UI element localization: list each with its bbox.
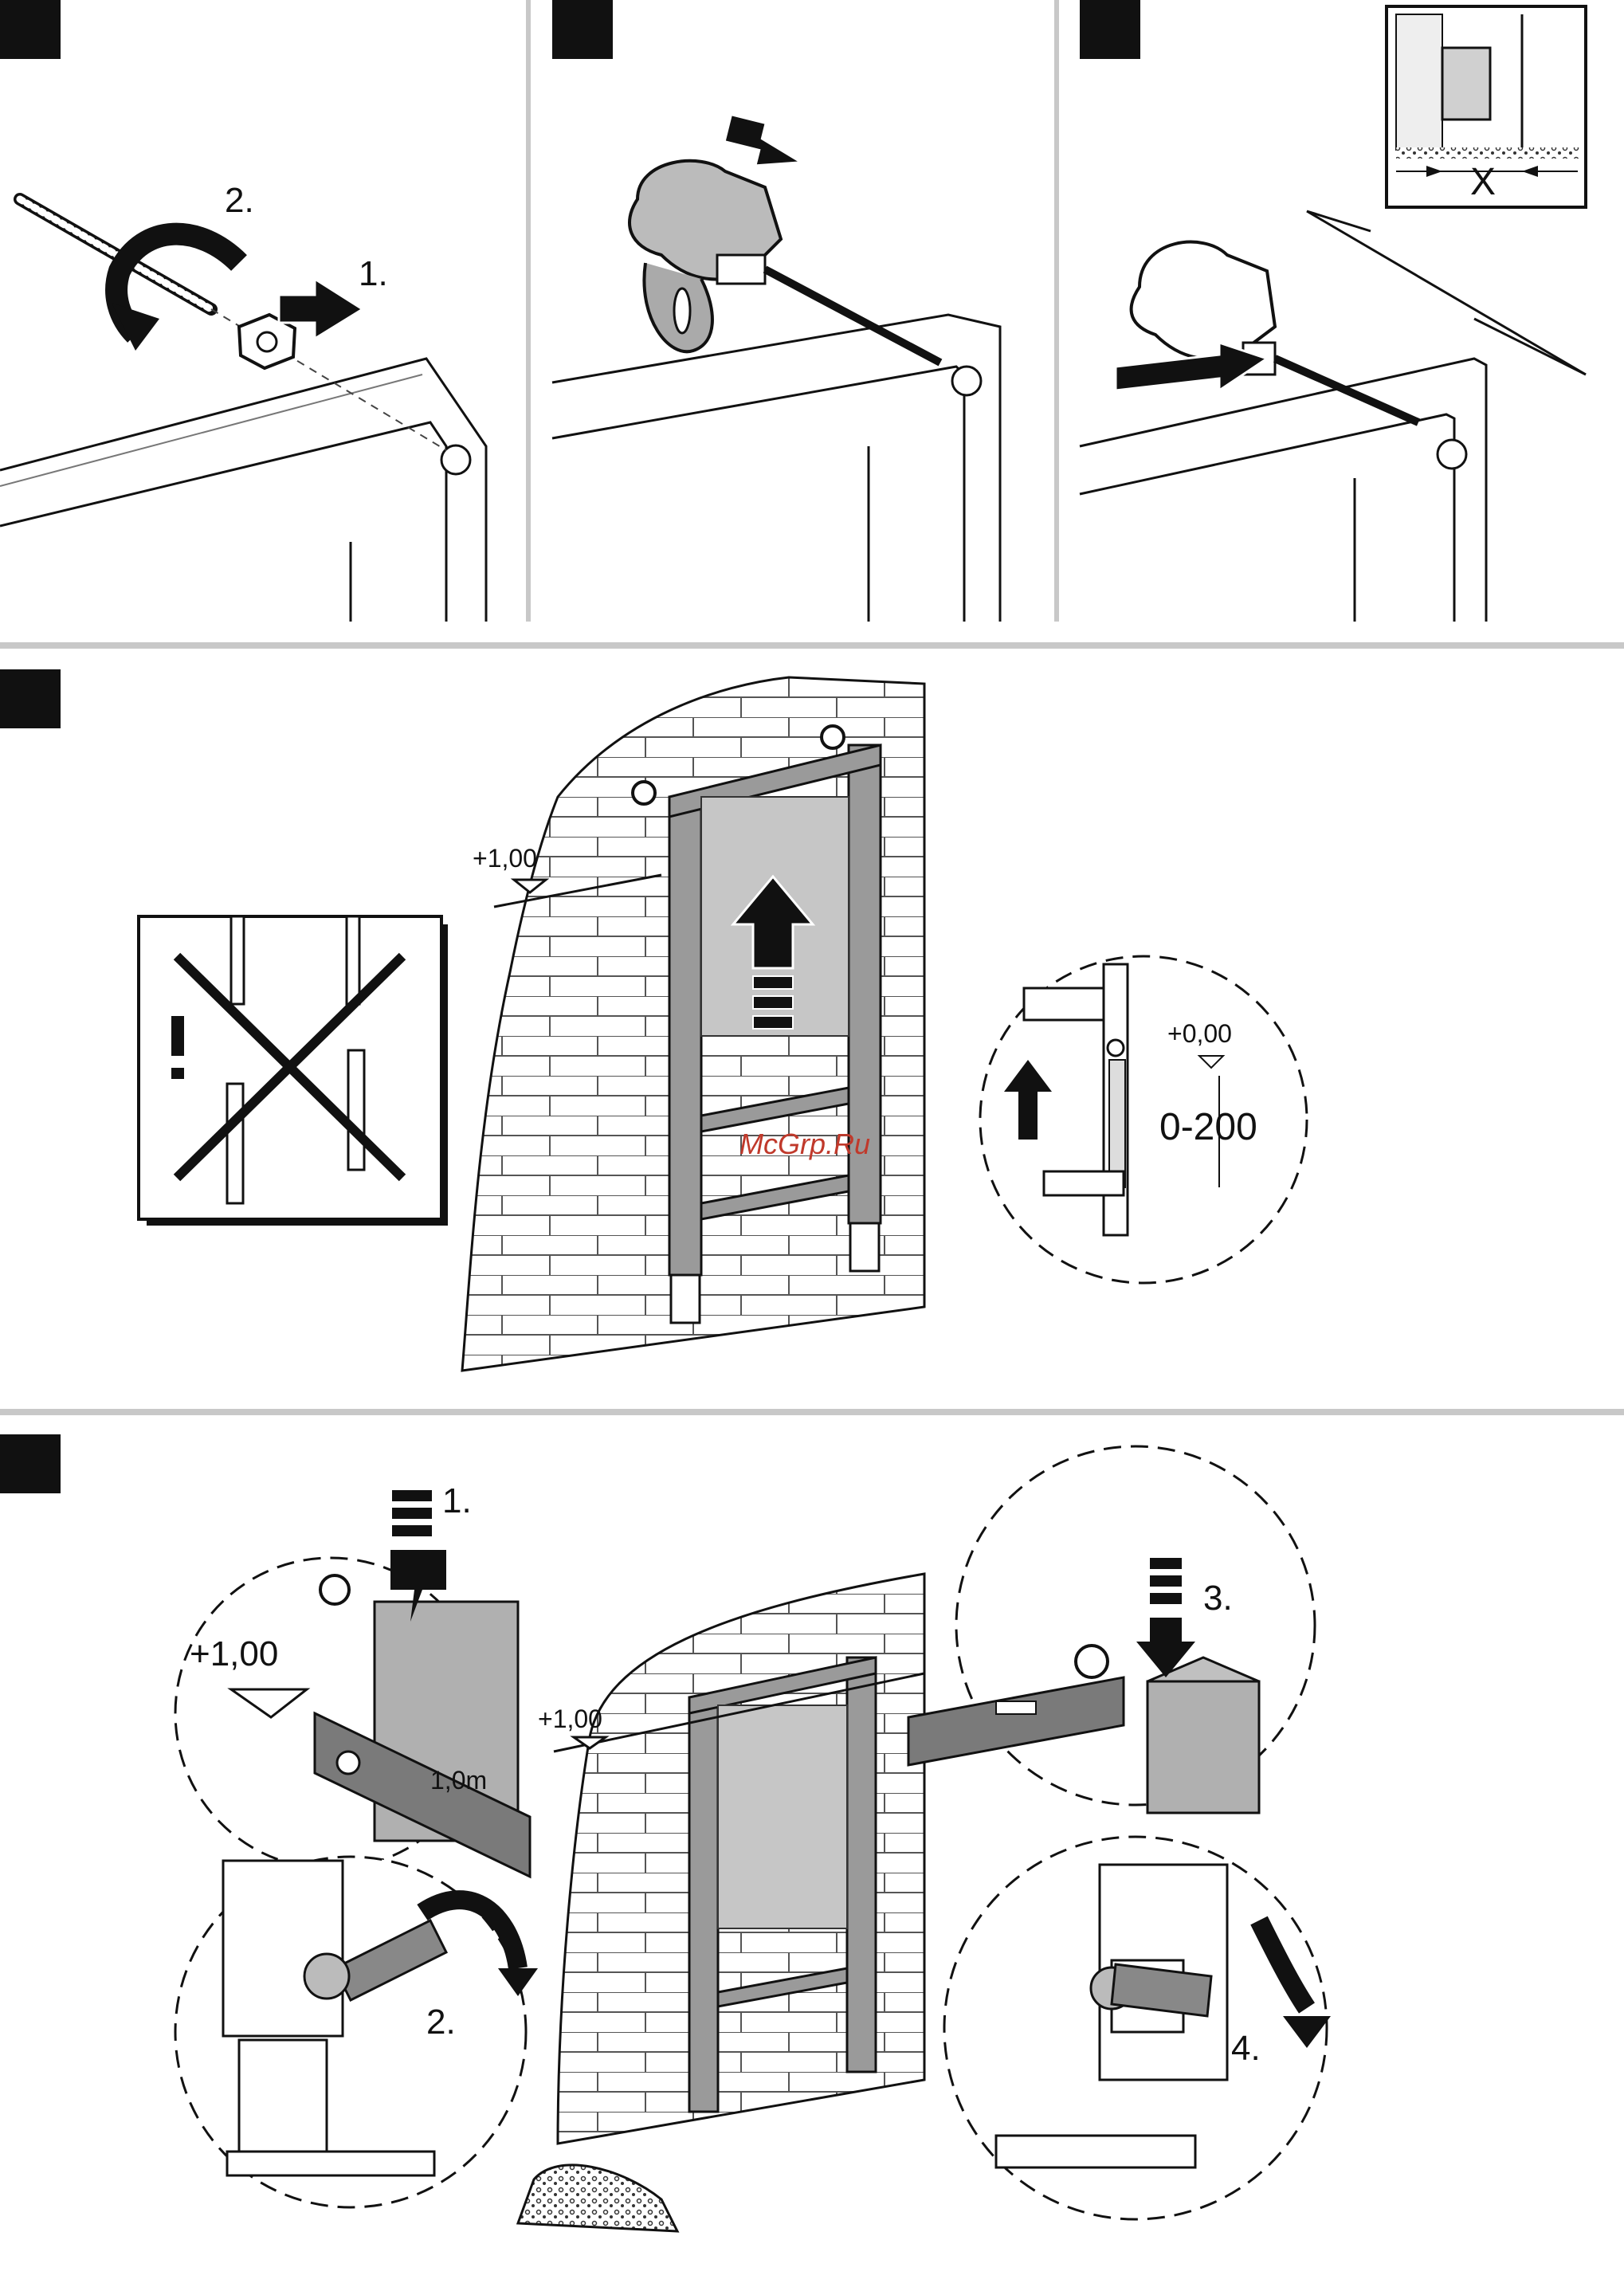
anchor-bolt bbox=[633, 782, 655, 804]
height-adjust-zoom: +0,00 0-200 bbox=[980, 956, 1307, 1283]
step-marker bbox=[1080, 0, 1140, 59]
detail-inset: X bbox=[1387, 6, 1586, 207]
panel-anchor-bolt: 2. 1. bbox=[0, 0, 486, 622]
watermark: McGrp.Ru bbox=[739, 1128, 870, 1160]
dimension-x-label: X bbox=[1470, 161, 1496, 203]
threaded-rod bbox=[20, 199, 446, 450]
step-label-2: 2. bbox=[225, 181, 254, 220]
step-marker bbox=[0, 0, 61, 59]
cistern bbox=[718, 1705, 847, 1928]
panel-bracket-distance: X bbox=[1080, 0, 1586, 622]
step-label-1: 1. bbox=[442, 1481, 472, 1520]
step-marker bbox=[0, 669, 61, 728]
dimension-line bbox=[1307, 211, 1586, 375]
row-separator bbox=[0, 642, 1624, 649]
warning-inset bbox=[139, 916, 445, 1226]
zoom-step-4: 4. bbox=[944, 1837, 1331, 2219]
zoom-step-3: 3. bbox=[908, 1446, 1315, 1813]
panel-bracket-setting bbox=[552, 0, 1000, 622]
exclamation-icon bbox=[171, 1016, 184, 1056]
drill-hole bbox=[952, 367, 981, 395]
zoom-step-2: 2. bbox=[175, 1857, 538, 2207]
step-label-3: 3. bbox=[1203, 1579, 1233, 1618]
step-label-1: 1. bbox=[359, 254, 388, 293]
floor-gravel bbox=[518, 2165, 677, 2231]
ruler-mark: 1,0m bbox=[430, 1766, 487, 1795]
wall-bracket bbox=[630, 161, 940, 363]
drill-hole bbox=[1438, 440, 1466, 469]
anchor-bolt bbox=[822, 726, 844, 748]
step-marker bbox=[0, 1434, 61, 1493]
step-label-4: 4. bbox=[1231, 2029, 1261, 2068]
level-label: +1,00 bbox=[538, 1705, 602, 1733]
step-marker bbox=[552, 0, 613, 59]
zoom-level-label: +1,00 bbox=[190, 1634, 278, 1673]
zoom-step-1: 1,0m 1. +1,00 bbox=[175, 1481, 530, 1877]
zero-level-label: +0,00 bbox=[1167, 1019, 1232, 1048]
row-separator bbox=[0, 1409, 1624, 1415]
range-label: 0-200 bbox=[1159, 1106, 1257, 1148]
pull-arrow bbox=[720, 115, 808, 177]
step-label-2: 2. bbox=[426, 2003, 456, 2042]
wall-bracket bbox=[1132, 242, 1418, 422]
level-label: +1,00 bbox=[473, 844, 537, 873]
